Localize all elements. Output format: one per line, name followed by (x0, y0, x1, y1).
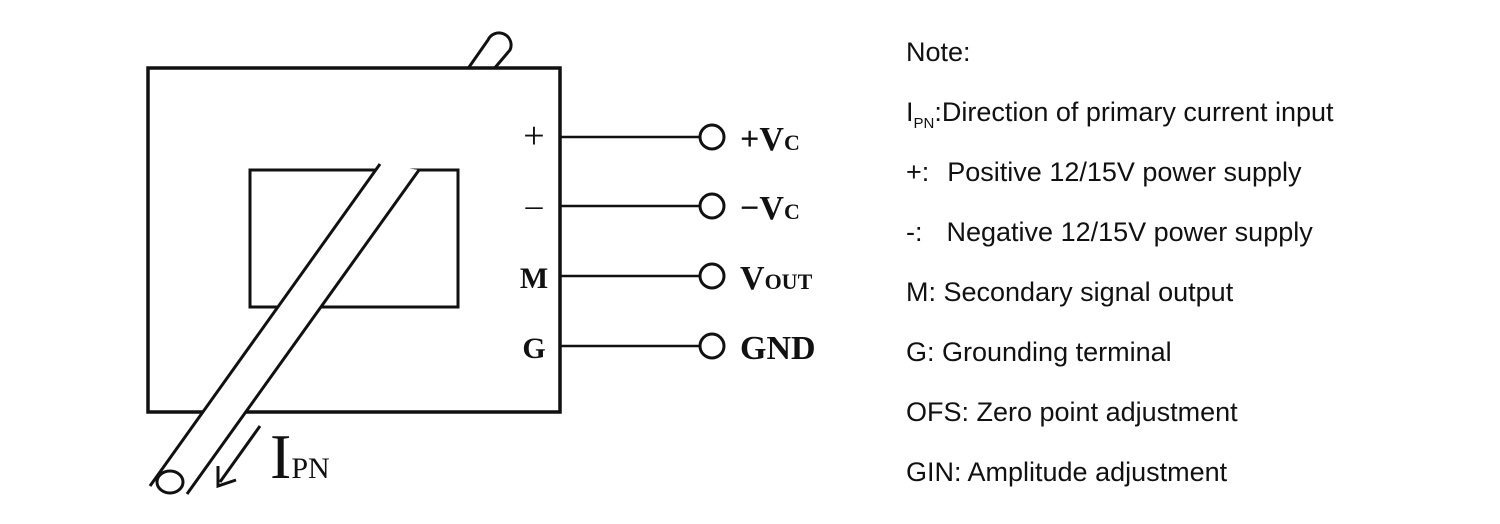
note-g: G: Grounding terminal (906, 337, 1172, 367)
terminal-g (698, 332, 726, 360)
aperture-window (248, 168, 460, 309)
terminal-m (698, 262, 726, 290)
primary-conductor (148, 163, 421, 495)
terminal-label-plus-sub: C (784, 130, 800, 155)
pin-label-minus: – (525, 187, 544, 224)
note-minus-text: Negative 12/15V power supply (946, 217, 1313, 247)
note-gin: GIN: Amplitude adjustment (906, 457, 1228, 487)
note-ipn: IPN:Direction of primary current input (906, 94, 1486, 154)
terminal-minus (698, 192, 726, 220)
terminal-label-g: GND (740, 330, 816, 367)
current-label-main: I (270, 421, 291, 492)
current-label-sub: PN (291, 452, 329, 485)
terminal-label-plus-main: +V (740, 121, 784, 158)
terminal-label-plus: +VC (740, 121, 800, 158)
conductor-end (155, 469, 185, 495)
terminal-label-minus-main: −V (740, 190, 784, 227)
note-plus: +: Positive 12/15V power supply (906, 154, 1486, 214)
note-m: M: Secondary signal output (906, 277, 1234, 307)
note-minus: -: Negative 12/15V power supply (906, 214, 1486, 274)
notes-panel: Note: IPN:Direction of primary current i… (906, 34, 1486, 514)
note-ipn-symbol-sub: PN (913, 115, 935, 132)
notes-heading: Note: (906, 37, 971, 67)
note-ipn-text: :Direction of primary current input (934, 97, 1334, 127)
terminal-plus (698, 123, 726, 151)
note-ipn-symbol: I (906, 97, 914, 127)
pin-label-plus: + (523, 115, 544, 157)
current-sensor-diagram: IPN + – M G +VC −VC VOUT GND (146, 31, 816, 495)
note-plus-text: Positive 12/15V power supply (947, 157, 1302, 187)
terminal-label-m-sub: OUT (765, 269, 813, 294)
pin-label-m: M (520, 262, 548, 295)
current-direction-arrow (216, 425, 262, 489)
terminal-label-m: VOUT (740, 260, 813, 297)
note-minus-key: -: (906, 217, 923, 247)
note-ofs: OFS: Zero point adjustment (906, 397, 1238, 427)
terminal-label-minus-sub: C (784, 199, 800, 224)
terminal-label-minus: −VC (740, 190, 800, 227)
terminal-label-g-main: GND (740, 330, 816, 367)
conductor-top-stub (465, 31, 513, 71)
pin-label-g: G (522, 332, 545, 365)
current-label: IPN (270, 421, 330, 492)
note-plus-key: +: (906, 157, 930, 187)
terminal-label-m-main: V (740, 260, 765, 297)
